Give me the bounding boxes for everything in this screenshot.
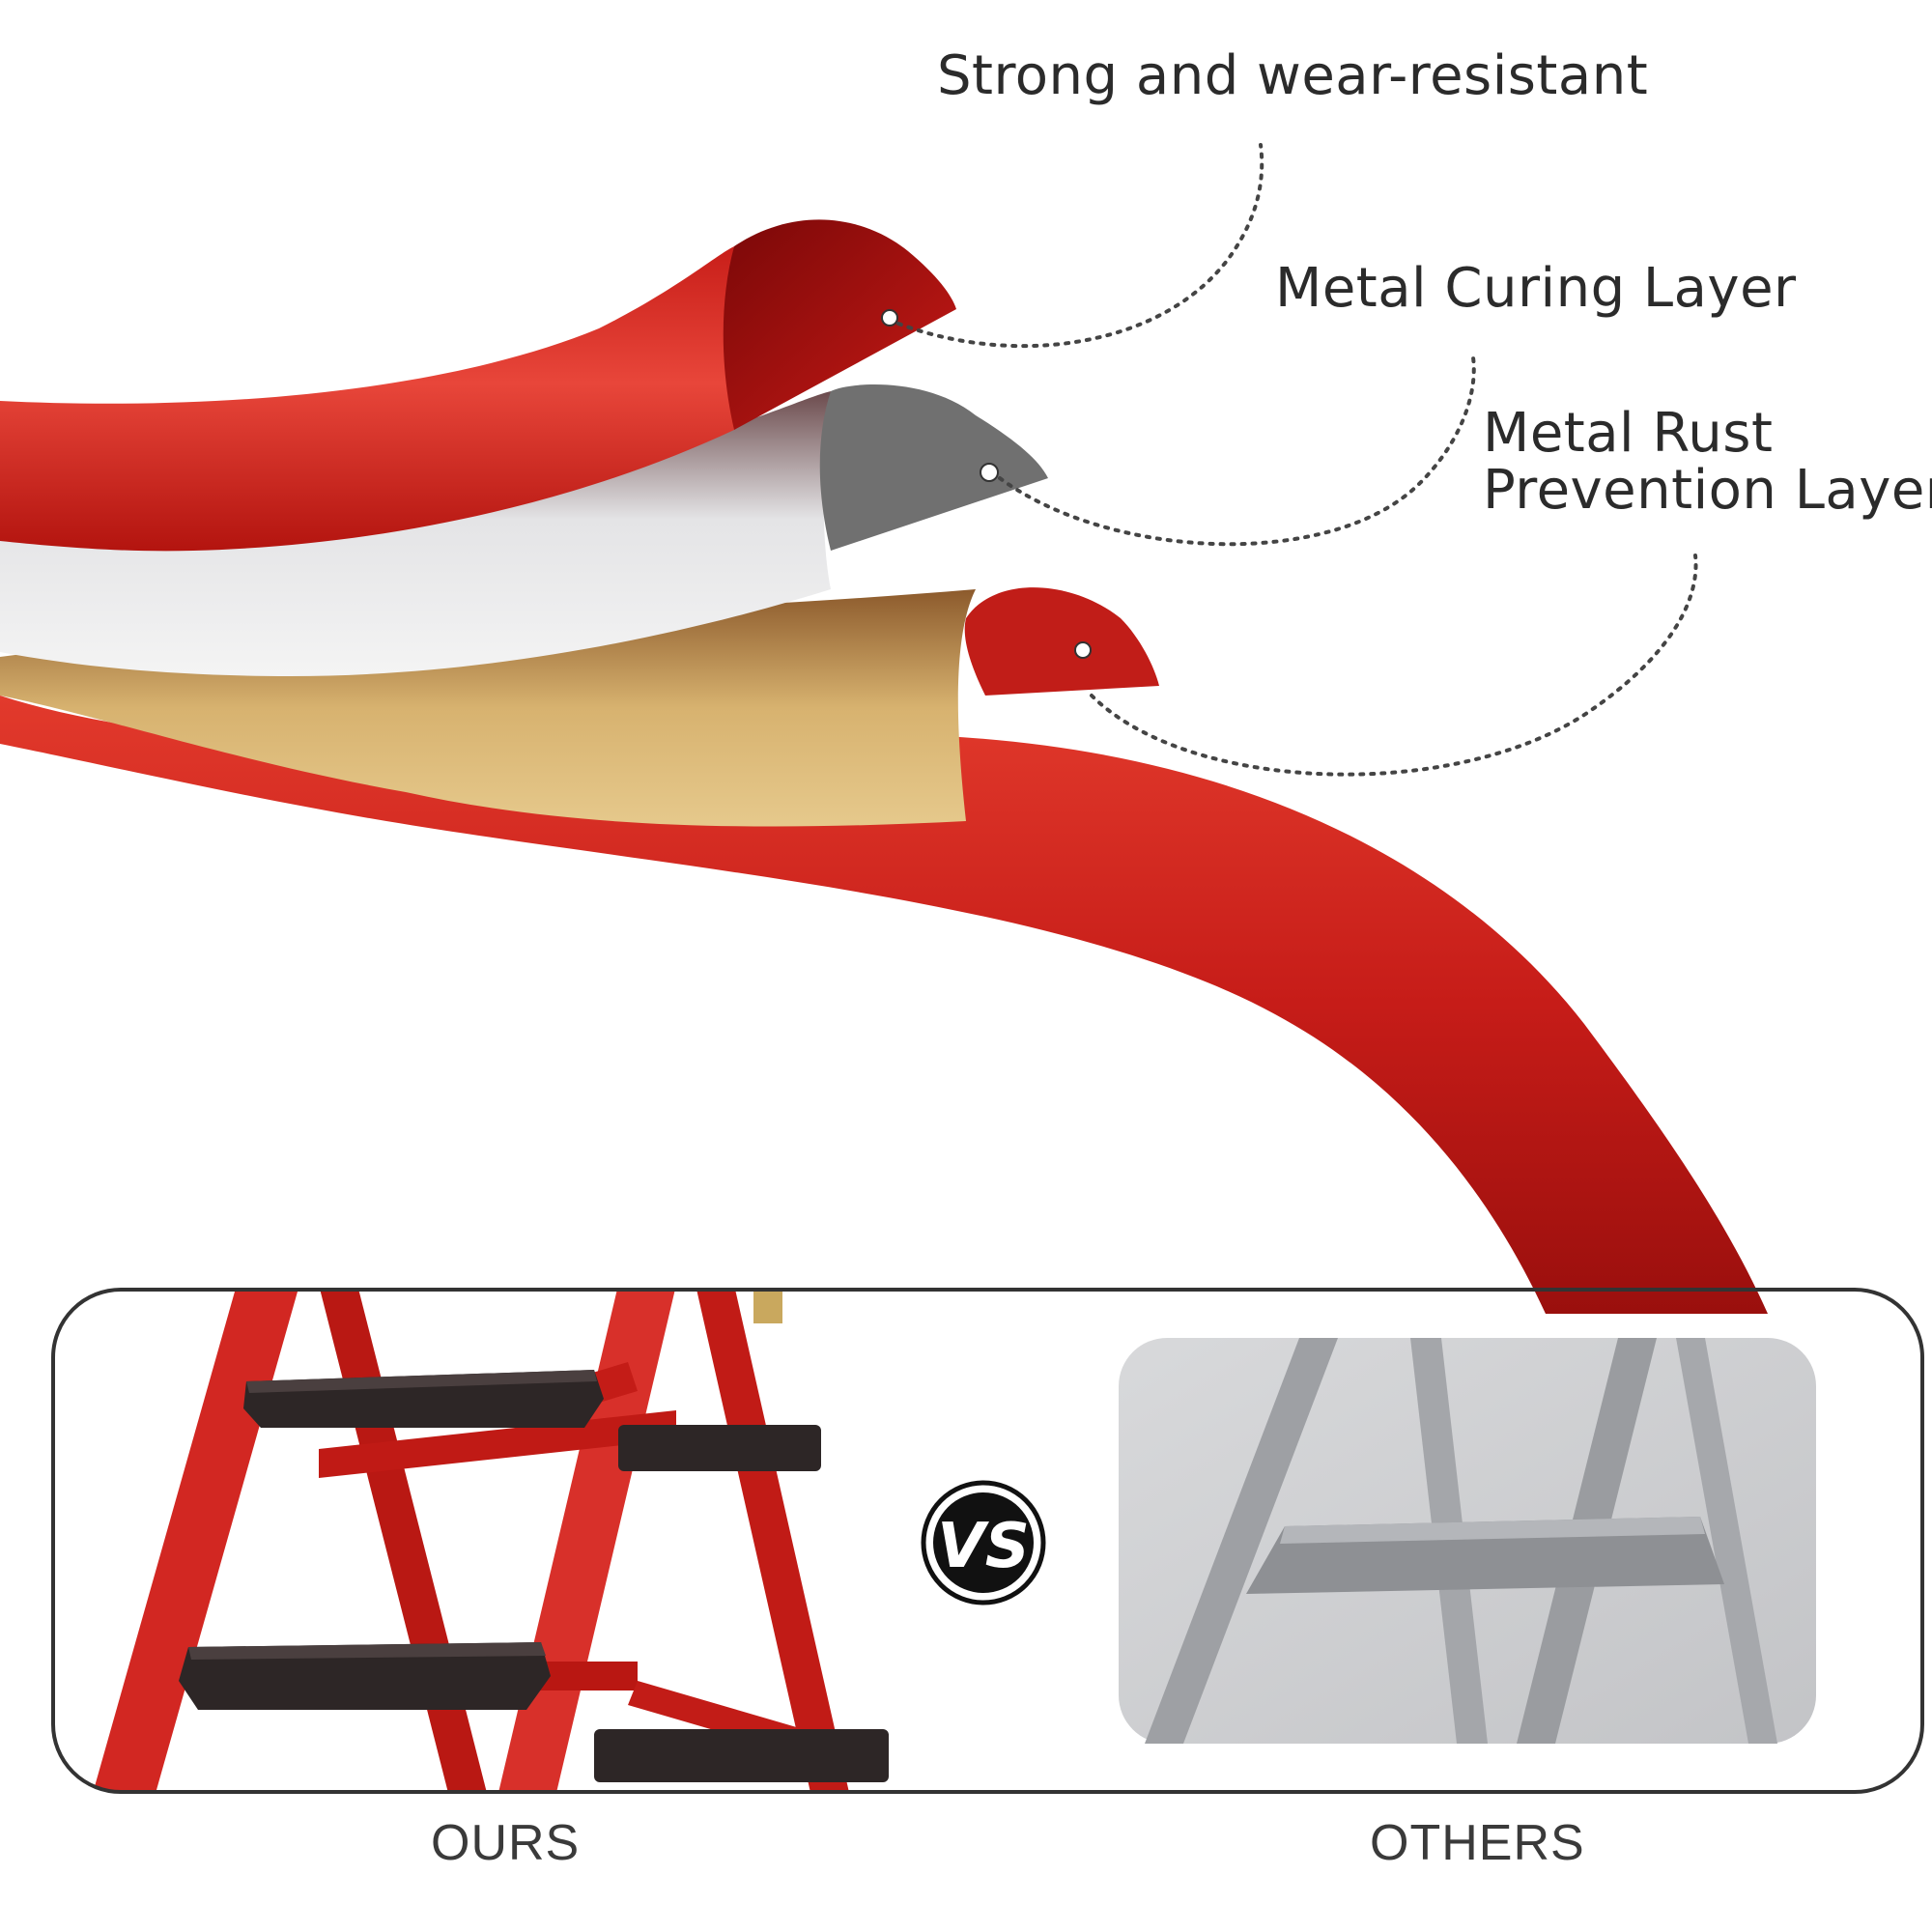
others-caption: OTHERS	[1370, 1815, 1585, 1871]
ours-red-ladder	[92, 1290, 889, 1792]
ours-caption: OURS	[431, 1815, 581, 1871]
vs-badge: VS	[921, 1480, 1046, 1605]
red-tube-bottom	[0, 696, 1768, 1314]
callout-rust-line1: Metal Rust	[1483, 402, 1774, 465]
gold-layer-marker	[1074, 641, 1092, 659]
comparison-frame	[51, 1288, 1924, 1794]
red-wear-layer	[0, 219, 956, 552]
vs-badge-text: VS	[937, 1511, 1030, 1582]
silver-layer-marker	[980, 463, 999, 482]
callout-rust: Metal Rust Prevention Layer	[1483, 402, 1932, 522]
leader-curing	[998, 355, 1476, 547]
callout-leaders	[896, 143, 1698, 777]
callout-curing: Metal Curing Layer	[1275, 257, 1797, 320]
comparison-panel	[51, 1288, 1924, 1794]
leader-strong	[896, 143, 1264, 349]
others-gray-ladder	[1119, 1338, 1816, 1744]
callout-rust-line2: Prevention Layer	[1483, 458, 1932, 522]
red-layer-marker	[881, 309, 898, 327]
leader-rust	[1090, 554, 1698, 777]
callout-strong: Strong and wear-resistant	[937, 44, 1649, 107]
